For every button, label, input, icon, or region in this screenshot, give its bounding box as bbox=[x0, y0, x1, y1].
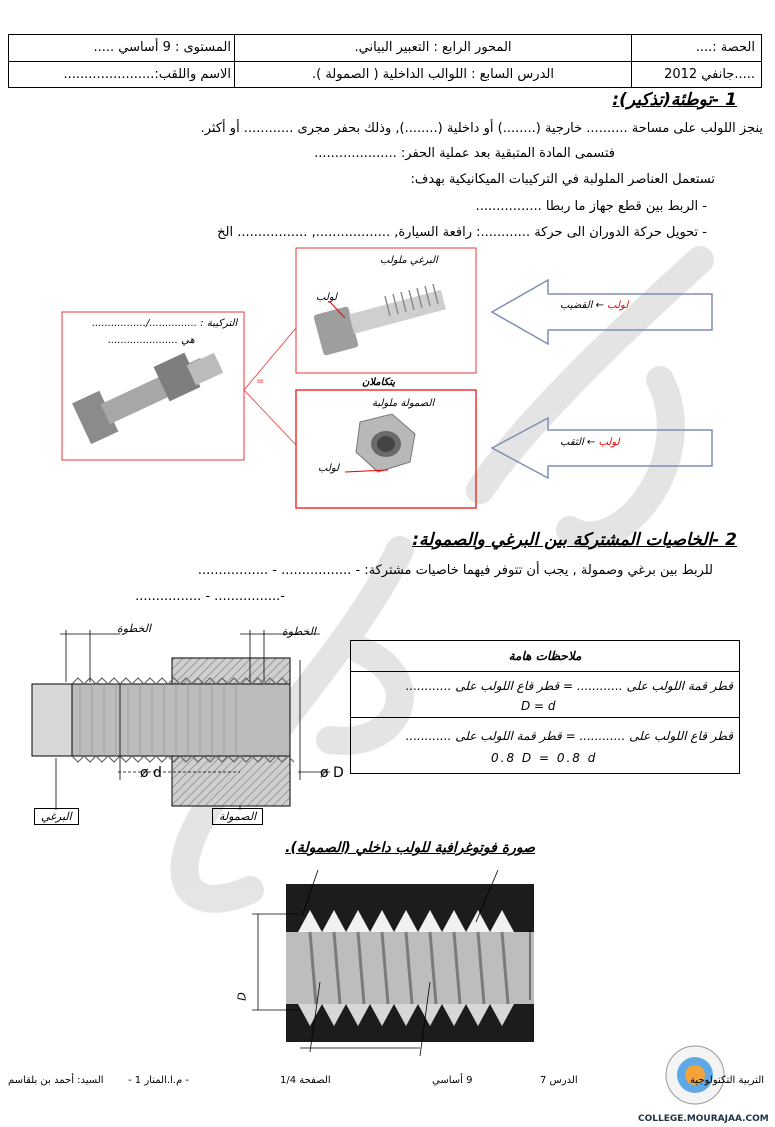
pitch-right-label: الخطوة bbox=[282, 625, 316, 638]
footer-subject: التربية التكنولوجية bbox=[690, 1075, 765, 1086]
note1-line1: قطر قمة اللولب على ............ = قطر قا… bbox=[405, 679, 733, 693]
section2-p1: للربط بين برغي وصمولة , يجب أن تتوفر فيه… bbox=[197, 563, 713, 578]
bolt-label-box: البرغي bbox=[34, 808, 79, 825]
student-name: الاسم واللقب:...................... bbox=[63, 67, 232, 82]
nut-thread-label: لولب bbox=[318, 463, 340, 474]
level: المستوى : 9 أساسي ..... bbox=[93, 40, 231, 55]
section1-b2: - تحويل حركة الدوران الى حركة ..........… bbox=[217, 225, 707, 240]
assembly-line1: التركيبة : .............../.............… bbox=[92, 318, 238, 329]
note1-line2: D = d bbox=[521, 699, 556, 713]
footer-lesson: الدرس 7 bbox=[540, 1075, 578, 1086]
footer-teacher: السيد: أحمد بن بلقاسم bbox=[8, 1075, 104, 1086]
axis: المحور الرابع : التعبير البياني. bbox=[354, 40, 512, 55]
school-logo bbox=[665, 1045, 725, 1105]
date: .....جانفي 2012 bbox=[664, 67, 755, 82]
section1-p2: فتسمى المادة المتبقية بعد عملية الحفر: .… bbox=[314, 146, 615, 161]
important-notes-box: ملاحظات هامة قطر قمة اللولب على ........… bbox=[350, 640, 740, 774]
diameter-d-label: ø d bbox=[140, 765, 162, 781]
section1-b1: - الربط بين قطع جهاز ما ربطا ...........… bbox=[475, 199, 707, 214]
footer-school: - م.ا.المنار 1 - bbox=[128, 1075, 189, 1086]
bolt-title: البرغي ملولب bbox=[380, 255, 438, 266]
footer-page: الصفحة 1/4 bbox=[280, 1075, 331, 1086]
bolt-thread-label: لولب bbox=[316, 292, 338, 303]
figure2-drawing bbox=[31, 630, 330, 810]
arrow2-text: لولب ← الثقب bbox=[560, 437, 620, 448]
arrow1-text: لولب ← القضيب bbox=[560, 300, 628, 311]
diameter-D-label: ø D bbox=[320, 765, 344, 781]
arrow-left-icon: ← bbox=[592, 300, 604, 311]
section1-p3: تستعمل العناصر الملولبة في التركيبات الم… bbox=[410, 172, 715, 187]
figure1-drawing bbox=[61, 247, 713, 509]
equals-sign: = bbox=[256, 376, 265, 387]
arrow1-label: القضيب bbox=[560, 300, 593, 311]
section1-title: 1 -توطئة(تذكير): bbox=[612, 90, 737, 110]
complement-label: يتكاملان bbox=[362, 377, 396, 388]
photo-title: صورة فوتوغرافية للولب داخلي (الصمولة). bbox=[285, 840, 535, 856]
assembly-line2: هي ...................... bbox=[108, 335, 195, 346]
nut-title: الصمولة ملولبة bbox=[372, 398, 435, 409]
note2-line2: 0.8 D = 0.8 d bbox=[491, 751, 598, 765]
arrow-left-icon: ← bbox=[583, 437, 596, 448]
arrow2-label: الثقب bbox=[560, 437, 584, 448]
section1-p1: ينجز اللولب على مساحة .......... خارجية … bbox=[200, 121, 763, 136]
lesson-title: الدرس السابع : اللوالب الداخلية ( الصمول… bbox=[312, 67, 554, 82]
footer-site: COLLEGE.MOURAJAA.COM bbox=[638, 1114, 769, 1124]
pitch-left-label: الخطوة bbox=[117, 622, 151, 635]
section2-title: 2 -الخاصيات المشتركة بين البرغي والصمولة… bbox=[412, 530, 737, 550]
notes-title: ملاحظات هامة bbox=[508, 649, 582, 663]
thread-photo bbox=[252, 870, 534, 1057]
photo-d-label: D bbox=[235, 992, 249, 1001]
note2-line1: قطر قاع اللولب على ............ = قطر قم… bbox=[405, 729, 733, 743]
session: الحصة :.... bbox=[695, 40, 755, 55]
footer-level: 9 أساسي bbox=[432, 1075, 473, 1086]
header-table: المستوى : 9 أساسي ..... المحور الرابع : … bbox=[8, 34, 762, 88]
arrow1-word: لولب bbox=[607, 300, 629, 311]
nut-label-box: الصمولة bbox=[212, 808, 264, 825]
arrow2-word: لولب bbox=[598, 437, 620, 448]
section2-p2: -................ - ................ bbox=[135, 589, 285, 604]
